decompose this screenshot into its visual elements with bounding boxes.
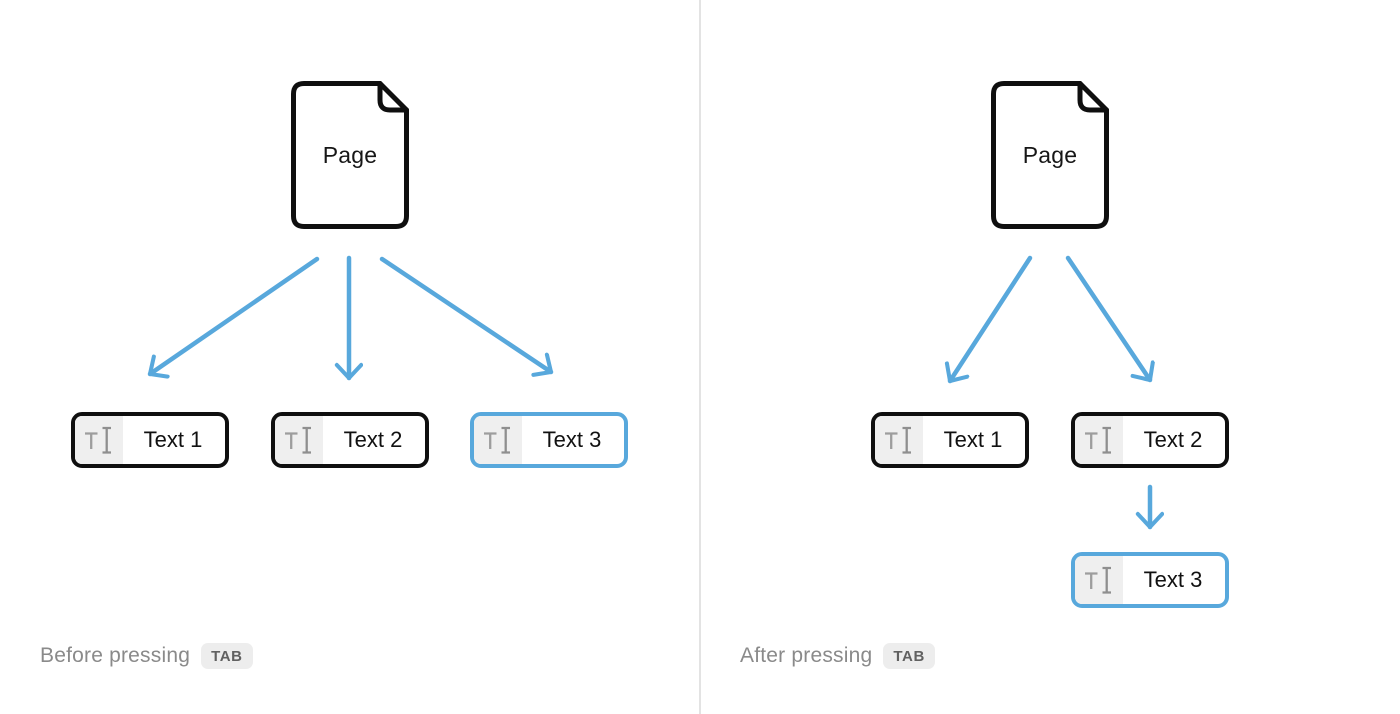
- arrow-page-to-text1: [147, 256, 320, 374]
- text-block-label: Text 2: [343, 427, 403, 452]
- text-cursor-icon: [1075, 416, 1123, 464]
- text-block-text1: Text 1: [71, 412, 229, 468]
- text-block-label: Text 2: [1143, 427, 1203, 452]
- text-block-label: Text 3: [1143, 567, 1203, 592]
- text-block-label: Text 1: [943, 427, 1003, 452]
- page-icon: [291, 81, 409, 229]
- text-cursor-icon: [474, 416, 522, 464]
- text-cursor-icon: [1075, 556, 1123, 604]
- text-block-text2: Text 2: [271, 412, 429, 468]
- panel-divider: [699, 0, 701, 714]
- page-node: Page: [991, 81, 1109, 229]
- arrow-page-to-text3: [379, 256, 554, 372]
- page-label: Page: [322, 141, 378, 168]
- arrow-page-to-text1: [950, 255, 1033, 384]
- panel-before: Page Text 1: [40, 81, 628, 672]
- text-block-label: Text 1: [143, 427, 203, 452]
- caption-after: After pressing TAB: [740, 640, 935, 672]
- page-label: Page: [1022, 141, 1078, 168]
- text-cursor-icon: [75, 416, 123, 464]
- page-node: Page: [291, 81, 409, 229]
- text-block-text2: Text 2: [1071, 412, 1229, 468]
- caption-text: Before pressing: [40, 644, 191, 667]
- caption-text: After pressing: [740, 644, 873, 667]
- tab-key-badge: TAB: [883, 643, 935, 669]
- text-block-text3-highlighted: Text 3: [1071, 552, 1229, 608]
- text-block-label: Text 3: [542, 427, 602, 452]
- text-cursor-icon: [275, 416, 323, 464]
- text-cursor-icon: [875, 416, 923, 464]
- caption-before: Before pressing TAB: [40, 640, 253, 672]
- panel-after: Page Text 1: [700, 0, 1400, 714]
- arrow-page-to-text2: [1065, 255, 1150, 383]
- tab-key-badge: TAB: [201, 643, 253, 669]
- text-block-text3-highlighted: Text 3: [470, 412, 628, 468]
- page-icon: [991, 81, 1109, 229]
- text-block-text1: Text 1: [871, 412, 1029, 468]
